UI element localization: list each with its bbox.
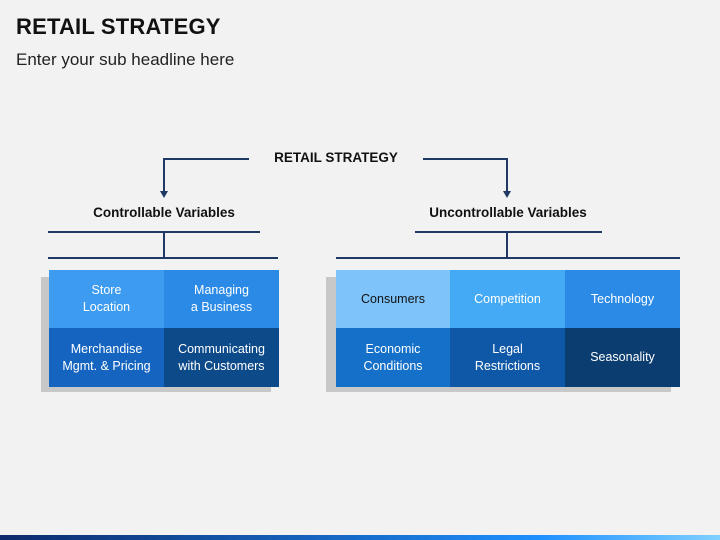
right-bracket-h — [415, 231, 602, 233]
right-variable-cell: Technology — [565, 270, 680, 328]
left-variable-cell: Managing a Business — [164, 270, 279, 328]
page-subtitle: Enter your sub headline here — [16, 50, 235, 69]
arrow-down-left-icon — [160, 191, 168, 198]
left-bracket-v — [163, 231, 165, 258]
left-variable-cell: Communicating with Customers — [164, 328, 279, 387]
controllable-variables-label: Controllable Variables — [93, 205, 235, 220]
right-variable-cell: Economic Conditions — [336, 328, 450, 387]
page-title: RETAIL STRATEGY — [16, 14, 221, 39]
root-connector-right-v — [506, 158, 508, 191]
root-connector-left-h — [163, 158, 249, 160]
right-base-line — [336, 257, 680, 259]
left-base-line — [48, 257, 278, 259]
left-bracket-h — [48, 231, 260, 233]
right-variable-cell: Seasonality — [565, 328, 680, 387]
uncontrollable-variables-label: Uncontrollable Variables — [429, 205, 587, 220]
left-variable-cell: Store Location — [49, 270, 164, 328]
arrow-down-right-icon — [503, 191, 511, 198]
root-connector-left-v — [163, 158, 165, 191]
root-label: RETAIL STRATEGY — [274, 150, 398, 165]
right-variable-cell: Competition — [450, 270, 565, 328]
bottom-accent-bar — [0, 535, 720, 540]
right-variable-cell: Legal Restrictions — [450, 328, 565, 387]
root-connector-right-h — [423, 158, 508, 160]
right-variable-cell: Consumers — [336, 270, 450, 328]
left-variable-cell: Merchandise Mgmt. & Pricing — [49, 328, 164, 387]
right-bracket-v — [506, 231, 508, 258]
